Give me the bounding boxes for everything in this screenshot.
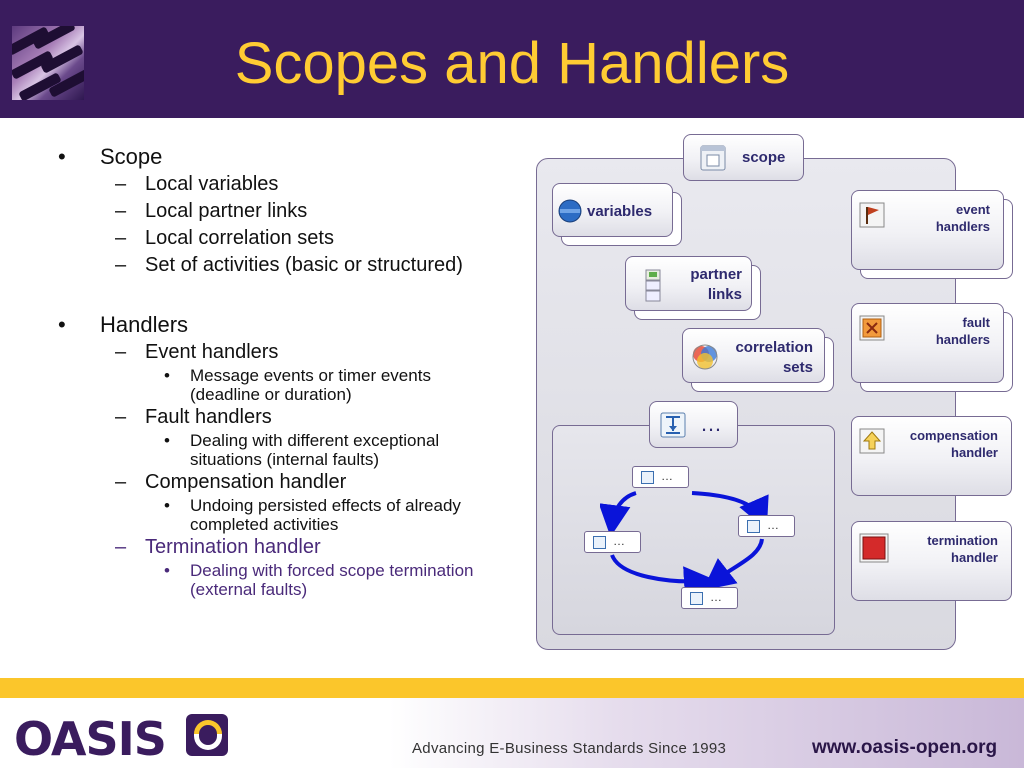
slide-footer xyxy=(0,698,1024,768)
activity-node-bottom: … xyxy=(681,587,738,609)
bullet-local-partner-links: –Local partner links xyxy=(115,200,308,222)
sequence-icon xyxy=(660,412,686,438)
termination-icon xyxy=(859,533,889,563)
activity-icon xyxy=(747,520,760,533)
bullet-termination-detail: •Dealing with forced scope termination(e… xyxy=(164,561,474,599)
oasis-logo-icon xyxy=(186,714,228,756)
activity-icon xyxy=(641,471,654,484)
bullet-fault-handlers: –Fault handlers xyxy=(115,406,272,428)
piano-keys-logo-icon xyxy=(12,26,84,100)
bullet-local-correlation-sets: –Local correlation sets xyxy=(115,227,334,249)
activity-icon xyxy=(593,536,606,549)
sequence-box: … xyxy=(649,401,738,448)
slide-header: Scopes and Handlers xyxy=(0,0,1024,118)
bullet-list: Scope –Local variables –Local partner li… xyxy=(58,143,528,599)
activity-icon xyxy=(690,592,703,605)
fault-icon xyxy=(859,315,885,341)
sequence-dots: … xyxy=(700,411,722,436)
scope-box: scope xyxy=(683,134,804,181)
bullet-compensation-handler: –Compensation handler xyxy=(115,471,347,493)
footer-tagline: Advancing E-Business Standards Since 199… xyxy=(412,740,727,757)
compensation-icon xyxy=(859,428,885,454)
flow-arrows xyxy=(600,491,769,595)
footer-stripe xyxy=(0,678,1024,698)
oasis-logo-text: OASIS xyxy=(14,712,167,766)
bullet-event-handlers: –Event handlers xyxy=(115,341,279,363)
bullet-local-variables: –Local variables xyxy=(115,173,279,195)
footer-website: www.oasis-open.org xyxy=(812,737,998,758)
bullet-event-detail: •Message events or timer events(deadline… xyxy=(164,366,431,404)
correlation-sets-icon xyxy=(692,344,718,370)
variables-label: variables xyxy=(587,203,653,220)
activity-node-top: … xyxy=(632,466,689,488)
activity-node-right: … xyxy=(738,515,795,537)
flag-icon xyxy=(859,202,885,228)
partner-links-icon xyxy=(645,269,661,302)
bullet-handlers: Handlers xyxy=(58,311,528,339)
scope-icon xyxy=(700,145,726,171)
activity-node-left: … xyxy=(584,531,641,553)
bullet-termination-handler: –Termination handler xyxy=(115,536,321,558)
bullet-set-of-activities: –Set of activities (basic or structured) xyxy=(115,254,463,276)
bullet-scope: Scope xyxy=(58,143,528,171)
variables-icon xyxy=(558,199,582,223)
slide-title: Scopes and Handlers xyxy=(234,31,790,96)
scope-label: scope xyxy=(742,149,786,166)
variables-box: variables xyxy=(552,183,673,237)
